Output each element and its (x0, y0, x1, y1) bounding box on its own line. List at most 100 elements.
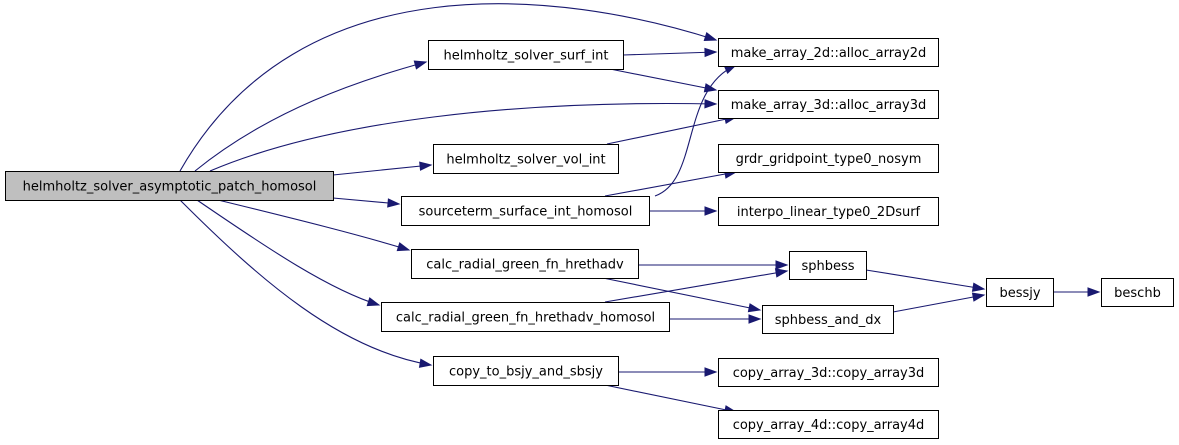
edge-line (194, 61, 427, 172)
node-copy-bsjy[interactable]: copy_to_bsjy_and_sbsjy (433, 356, 619, 386)
node-label: make_array_3d::alloc_array3d (731, 98, 926, 113)
node-label: helmholtz_solver_surf_int (444, 49, 609, 64)
node-box[interactable] (986, 278, 1054, 307)
edge-sphbess-to-bessjy (865, 269, 986, 292)
node-label: interpo_linear_type0_2Dsurf (737, 205, 921, 220)
node-box[interactable] (718, 410, 939, 439)
edge-line (217, 199, 410, 251)
node-box[interactable] (433, 144, 619, 174)
edge-bessjy-to-beschb (1053, 287, 1101, 297)
node-label: calc_radial_green_fn_hrethadv (426, 258, 624, 273)
node-box[interactable] (718, 90, 939, 119)
edge-root-to-calc_green_homosol (196, 199, 381, 307)
node-alloc2d[interactable]: make_array_2d::alloc_array2d (718, 38, 939, 67)
node-copy3d[interactable]: copy_array_3d::copy_array3d (718, 358, 939, 387)
node-box[interactable] (401, 196, 650, 226)
edge-line (179, 199, 432, 366)
edge-arrowhead (747, 303, 762, 313)
edge-line (604, 171, 737, 197)
edge-arrowhead (1087, 287, 1101, 297)
edge-arrowhead (775, 260, 789, 270)
node-box[interactable] (718, 197, 939, 226)
node-box[interactable] (762, 305, 894, 334)
edge-copy_bsjy-to-copy4d (604, 384, 738, 415)
node-box[interactable] (789, 251, 867, 280)
node-label: helmholtz_solver_asymptotic_patch_homoso… (23, 180, 317, 195)
edge-arrowhead (971, 282, 986, 292)
node-calc-green[interactable]: calc_radial_green_fn_hrethadv (411, 249, 639, 279)
edge-calc_green-to-sphbess (638, 260, 789, 270)
edge-arrowhead (704, 99, 718, 109)
edge-line (622, 51, 717, 56)
node-label: calc_radial_green_fn_hrethadv_homosol (396, 311, 655, 326)
node-label: sourceterm_surface_int_homosol (419, 205, 633, 220)
node-label: copy_array_4d::copy_array4d (733, 418, 925, 433)
node-sphbess-dx[interactable]: sphbess_and_dx (762, 305, 894, 334)
edge-arrowhead (774, 268, 789, 278)
edge-line (604, 384, 737, 413)
edge-line (604, 270, 788, 303)
edge-root-to-surf_int (194, 60, 428, 172)
node-box[interactable] (718, 38, 939, 67)
node-bessjy[interactable]: bessjy (986, 278, 1054, 307)
edge-arrowhead (418, 358, 433, 368)
node-box[interactable] (381, 302, 670, 332)
edge-arrowhead (396, 242, 411, 252)
node-box[interactable] (718, 144, 939, 173)
edge-line (654, 64, 737, 197)
node-box[interactable] (411, 249, 639, 279)
edge-line (892, 294, 985, 313)
edge-root-to-alloc3d (209, 99, 718, 172)
node-alloc3d[interactable]: make_array_3d::alloc_array3d (718, 90, 939, 119)
node-sphbess[interactable]: sphbess (789, 251, 867, 280)
edge-srcterm-to-alloc2d (654, 64, 738, 197)
node-root[interactable]: helmholtz_solver_asymptotic_patch_homoso… (5, 171, 334, 201)
edge-calc_green_homosol-to-sphbess_dx (669, 314, 762, 324)
edge-surf_int-to-alloc3d (609, 68, 718, 93)
node-beschb[interactable]: beschb (1101, 278, 1174, 307)
node-calc-green-homosol[interactable]: calc_radial_green_fn_hrethadv_homosol (381, 302, 670, 332)
edge-line (209, 102, 717, 172)
edge-line (332, 164, 432, 176)
edge-arrowhead (704, 47, 718, 58)
edge-line (602, 277, 761, 311)
edge-arrowhead (971, 292, 986, 302)
edge-root-to-alloc2d (179, 3, 718, 172)
edge-arrowhead (387, 198, 401, 208)
edge-arrowhead (419, 161, 433, 171)
edge-line (179, 3, 717, 172)
edge-line (196, 199, 380, 306)
node-label: make_array_2d::alloc_array2d (731, 46, 926, 61)
edge-calc_green_homosol-to-sphbess (604, 268, 789, 303)
node-box[interactable] (718, 358, 939, 387)
edge-srcterm-to-grdr (604, 169, 738, 197)
node-box[interactable] (1101, 278, 1174, 307)
edge-root-to-vol_int (332, 161, 433, 176)
node-label: copy_array_3d::copy_array3d (733, 366, 925, 381)
node-vol-int[interactable]: helmholtz_solver_vol_int (433, 144, 619, 174)
node-surf-int[interactable]: helmholtz_solver_surf_int (428, 40, 624, 70)
edge-root-to-srcterm (332, 197, 401, 208)
node-label: sphbess_and_dx (775, 313, 882, 328)
node-label: copy_to_bsjy_and_sbsjy (449, 365, 603, 380)
node-box[interactable] (428, 40, 624, 70)
edge-root-to-calc_green (217, 199, 411, 252)
edge-calc_green-to-sphbess_dx (602, 277, 762, 313)
edge-line (606, 116, 737, 145)
nodes-layer: helmholtz_solver_asymptotic_patch_homoso… (5, 38, 1174, 439)
node-grdr[interactable]: grdr_gridpoint_type0_nosym (718, 144, 939, 173)
edge-arrowhead (704, 367, 718, 377)
node-box[interactable] (433, 356, 619, 386)
node-label: beschb (1114, 286, 1161, 301)
node-copy4d[interactable]: copy_array_4d::copy_array4d (718, 410, 939, 439)
node-label: helmholtz_solver_vol_int (446, 153, 605, 168)
node-box[interactable] (5, 171, 334, 201)
edge-arrowhead (413, 60, 428, 70)
node-label: sphbess (801, 259, 854, 274)
node-srcterm[interactable]: sourceterm_surface_int_homosol (401, 196, 650, 226)
edge-root-to-copy_bsjy (179, 199, 433, 368)
edge-surf_int-to-alloc2d (622, 47, 718, 58)
edge-srcterm-to-interpo (649, 206, 718, 216)
node-interpo[interactable]: interpo_linear_type0_2Dsurf (718, 197, 939, 226)
edge-vol_int-to-alloc3d (606, 114, 738, 145)
